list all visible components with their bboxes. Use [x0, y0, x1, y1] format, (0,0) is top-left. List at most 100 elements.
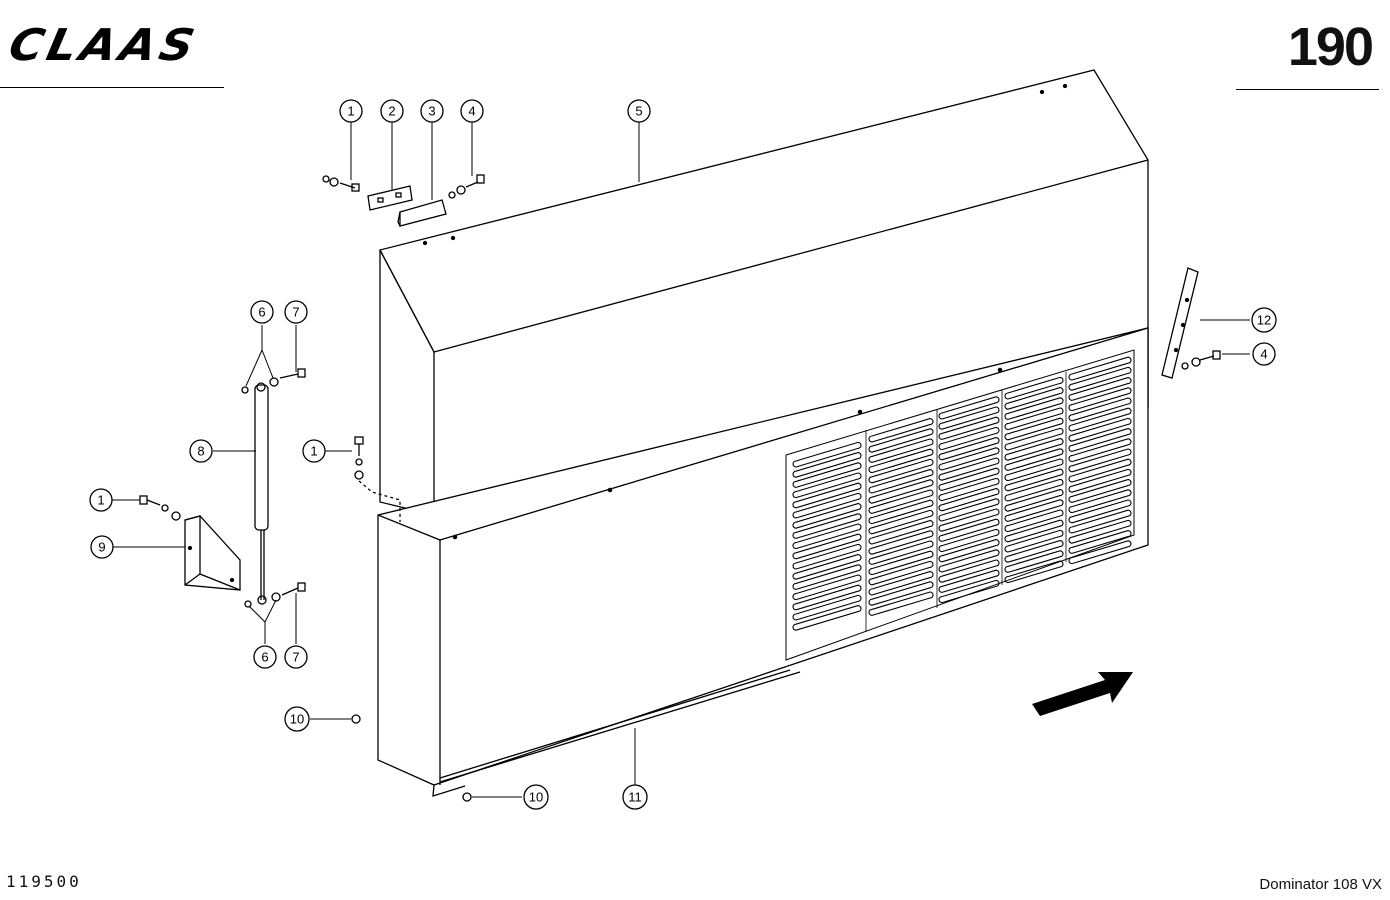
louvre-slot [1004, 458, 1064, 482]
louvre-slot [868, 581, 934, 606]
louvre-slot [1068, 428, 1132, 452]
vertical-bolt [354, 436, 401, 522]
louvre-slot [1004, 448, 1064, 471]
louvre-slot [938, 498, 1000, 522]
top-fasteners [322, 174, 485, 227]
louvre-slot [1068, 458, 1132, 483]
louvre-slot [1068, 448, 1132, 473]
louvre-slot [1068, 540, 1132, 565]
leader-lines [112, 122, 1250, 798]
louvre-slot [1068, 417, 1132, 442]
louvre-slot [1004, 397, 1064, 420]
callout-2: 2 [388, 104, 395, 119]
arrow-icon [1032, 672, 1133, 716]
louvre-slot [1068, 407, 1132, 432]
louvre-slot [938, 396, 1000, 420]
gas-strut [241, 368, 306, 608]
louvre-slot [1068, 479, 1132, 503]
callout-5: 5 [635, 104, 642, 119]
louvre-slot [1004, 387, 1064, 410]
louvre-slot [938, 508, 1000, 532]
louvre-slot [868, 540, 934, 565]
louvre-slot [792, 533, 862, 560]
callout-3: 3 [428, 104, 435, 119]
louvre-slot [938, 416, 1000, 440]
louvre-slot [792, 492, 862, 519]
louvre-slot [792, 523, 862, 550]
louvre-slot [1068, 519, 1132, 544]
louvre-slot [868, 560, 934, 586]
louvre-slot [868, 438, 934, 463]
louvre-slot [868, 489, 934, 514]
louvre-slot [868, 530, 934, 555]
louvre-slot [1004, 560, 1064, 584]
louvre-slot [792, 472, 862, 499]
drawing-number: 119500 [6, 872, 82, 891]
louvre-slot [868, 479, 934, 504]
louvre-slot [1068, 397, 1132, 422]
louvre-slot [1004, 407, 1064, 431]
louvre-slot [938, 488, 1000, 512]
nut-lower [462, 792, 472, 802]
louvre-slot [1068, 387, 1132, 412]
louvre-slot [868, 448, 934, 474]
louvre-slot [1068, 377, 1132, 401]
louvre-slot [1004, 427, 1064, 451]
louvre-slot [792, 594, 862, 621]
louvre-slot [792, 564, 862, 590]
callout-10-lower: 10 [529, 790, 543, 805]
louvre-slot [792, 554, 862, 580]
louvre-slot [1004, 489, 1064, 512]
louvre-slot [792, 503, 862, 529]
nut-upper [351, 714, 361, 724]
callout-6-top: 6 [258, 305, 265, 320]
louvre-slot [868, 469, 934, 494]
louvre-slot [1004, 550, 1064, 573]
callout-1-middle: 1 [310, 444, 317, 459]
louvre-slot [792, 482, 862, 509]
louvre-slot [1004, 478, 1064, 502]
callout-circles [89, 99, 1277, 810]
louvre-slot [938, 437, 1000, 461]
louvre-slot [792, 584, 862, 611]
louvre-slot [868, 520, 934, 545]
louvre-slot [938, 426, 1000, 451]
louvre-slot [1004, 509, 1064, 533]
louvre-slot [868, 591, 934, 616]
louvre-slot [868, 428, 934, 453]
louvre-slot [1068, 509, 1132, 534]
louvre-slot [1004, 540, 1064, 563]
louvre-slot [1068, 438, 1132, 463]
louvre-slot [1068, 499, 1132, 524]
louvre-slot [938, 518, 1000, 542]
callout-6-bottom: 6 [261, 650, 268, 665]
louvre-slot [792, 452, 862, 478]
louvre-slot [868, 550, 934, 576]
louvre-slot [1068, 468, 1132, 493]
louvre-slot [938, 467, 1000, 491]
louvre-slot [938, 579, 1000, 604]
louvre-slot [1004, 417, 1064, 441]
louvre-slot [938, 447, 1000, 471]
louvre-slot [1068, 489, 1132, 514]
louvre-slot [938, 457, 1000, 481]
header-rule-right [1236, 89, 1379, 90]
louvre-slot [938, 406, 1000, 430]
louvre-slot [1004, 468, 1064, 492]
louvre-slot [938, 549, 1000, 573]
louvre-slot [868, 571, 934, 596]
callout-4-top: 4 [468, 104, 475, 119]
callout-1-top: 1 [347, 104, 354, 119]
header-rule-left [0, 87, 224, 88]
louvre-slot [868, 418, 934, 443]
machine-model: Dominator 108 VX [1259, 876, 1382, 893]
page-number: 190 [1287, 17, 1374, 77]
louvre-slot [1004, 529, 1064, 553]
callout-8: 8 [197, 444, 204, 459]
louvre-slot [792, 574, 862, 601]
louvre-slot [1004, 499, 1064, 522]
louvre-slot [938, 569, 1000, 593]
louvre-slot [938, 539, 1000, 563]
